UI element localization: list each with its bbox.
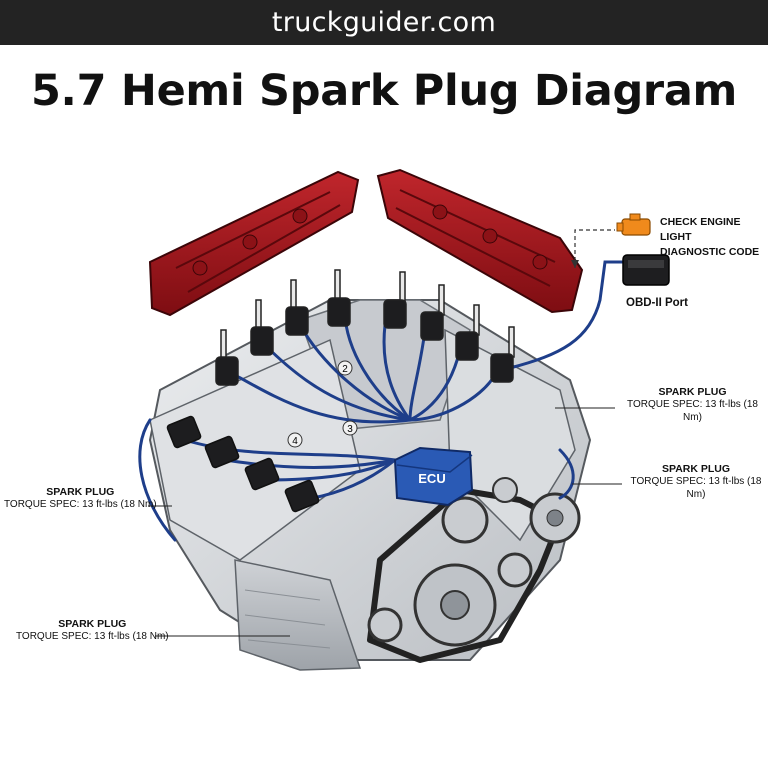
leader-lines	[148, 407, 622, 637]
cylinder-marker: 2	[342, 364, 348, 375]
site-banner: truckguider.com	[0, 0, 768, 45]
front-bank-coils	[166, 415, 320, 513]
spark-plug-title: SPARK PLUG	[58, 618, 127, 630]
ecu-module: ECU	[393, 446, 474, 507]
ecu-label: ECU	[418, 471, 445, 486]
site-name: truckguider.com	[271, 7, 497, 38]
spark-plug-coils	[215, 269, 515, 386]
valve-cover-left	[148, 170, 360, 317]
spark-plug-title: SPARK PLUG	[661, 463, 731, 475]
pulley-system	[367, 477, 581, 663]
cylinder-marker: 4	[292, 436, 298, 447]
torque-spec: TORQUE SPEC: 13 ft-lbs (18 Nm)	[627, 399, 758, 423]
spark-plug-title: SPARK PLUG	[658, 386, 727, 398]
torque-spec: TORQUE SPEC: 13 ft-lbs (18 Nm)	[630, 476, 762, 500]
spark-plug-label-left-lower: SPARK PLUG TORQUE SPEC: 13 ft-lbs (18 Nm…	[16, 618, 169, 644]
spark-plug-label-left-upper: SPARK PLUG TORQUE SPEC: 13 ft-lbs (18 Nm…	[4, 486, 157, 512]
valve-cover-right	[376, 168, 584, 314]
check-engine-label: CHECK ENGINE LIGHT DIAGNOSTIC CODE	[660, 215, 768, 260]
ignition-wires	[138, 260, 627, 542]
obd-port-label: OBD-II Port	[626, 297, 688, 309]
obd-port-box	[622, 254, 670, 286]
diagram-title: 5.7 Hemi Spark Plug Diagram	[30, 66, 738, 116]
cylinder-markers: 2 4 3	[287, 360, 358, 448]
cylinder-marker: 3	[347, 424, 353, 435]
spark-plug-label-right-lower: SPARK PLUG TORQUE SPEC: 13 ft-lbs (18 Nm…	[624, 463, 768, 501]
engine-diagram: ECU 2 4 3	[138, 168, 670, 671]
torque-spec: TORQUE SPEC: 13 ft-lbs (18 Nm)	[4, 499, 157, 511]
engine-block	[148, 299, 592, 671]
check-engine-icon	[616, 213, 651, 236]
spark-plug-label-right-upper: SPARK PLUG TORQUE SPEC: 13 ft-lbs (18 Nm…	[617, 386, 768, 424]
spark-plug-title: SPARK PLUG	[46, 486, 115, 498]
check-engine-line1: CHECK ENGINE LIGHT	[660, 216, 741, 243]
torque-spec: TORQUE SPEC: 13 ft-lbs (18 Nm)	[16, 631, 169, 643]
check-engine-line2: DIAGNOSTIC CODE	[660, 246, 760, 258]
